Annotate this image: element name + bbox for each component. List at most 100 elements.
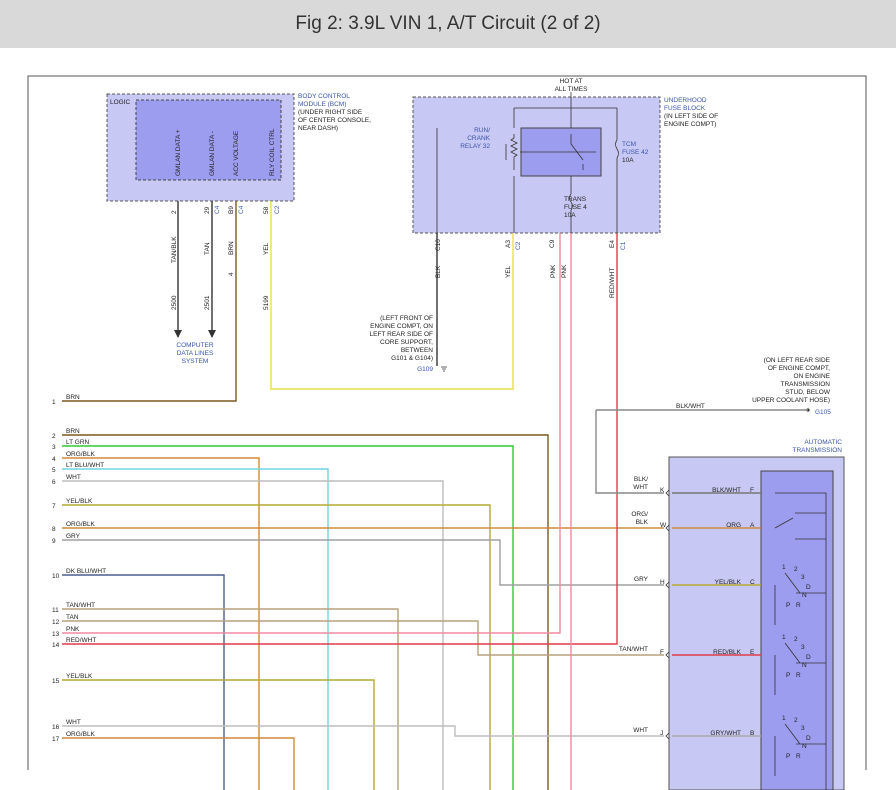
computer-data-2: SYSTEM xyxy=(182,358,209,365)
wire-row-14 xyxy=(62,233,618,645)
range-label-2-0: 1 xyxy=(782,715,786,722)
row-number-12: 12 xyxy=(52,619,60,626)
wire-row-4 xyxy=(62,457,260,790)
range-label-2-1: 2 xyxy=(794,717,798,724)
g109-label-3: CORE SUPPORT, xyxy=(380,339,433,346)
row-wire-11: TAN/WHT xyxy=(66,602,95,609)
fuse-pin-conn-4: C1 xyxy=(620,241,627,250)
wire-harness xyxy=(62,201,808,790)
bcm-circuit-3: 5199 xyxy=(263,295,270,310)
row-number-17: 17 xyxy=(52,736,60,743)
wire-row-3 xyxy=(62,445,514,790)
trans-pin-letter-1: W xyxy=(660,522,667,529)
trans-wire-int-3: RED/BLK xyxy=(713,649,741,656)
bcm-label-1: MODULE (BCM) xyxy=(298,101,346,108)
row-wire-1: BRN xyxy=(66,394,80,401)
g105-label-3: TRANSMISSION xyxy=(781,381,831,388)
trans-wire-in-1-1: BLK xyxy=(636,519,649,526)
trans-fuse-0: TRANS xyxy=(564,196,587,203)
fuse-block-internal-wiring xyxy=(436,92,618,233)
hot-at-all-times-1: ALL TIMES xyxy=(555,86,589,93)
row-number-2: 2 xyxy=(52,433,56,440)
row-wire-9: GRY xyxy=(66,533,81,540)
bcm-circuit-0: 2500 xyxy=(171,295,178,310)
tcm-fuse-2: 10A xyxy=(622,157,634,164)
arrow-2500 xyxy=(174,330,182,338)
bcm-pin-conn-1: C4 xyxy=(214,205,221,214)
g105-label-5: UPPER COOLANT HOSE) xyxy=(752,397,830,404)
range-label-2-6: R xyxy=(796,753,801,760)
wire-row-9 xyxy=(62,539,664,586)
g109-label-4: BETWEEN xyxy=(401,347,433,354)
wire-row-2 xyxy=(62,434,549,790)
row-wire-5: LT BLU/WHT xyxy=(66,462,104,469)
computer-data-1: DATA LINES xyxy=(177,350,214,357)
range-label-1-4: N xyxy=(802,662,807,669)
fuse-block-label-2: (IN LEFT SIDE OF xyxy=(664,113,718,120)
bcm-pin-conn-2: C4 xyxy=(238,205,245,214)
fuse-pin-conn-1: C2 xyxy=(515,241,522,250)
trans-wire-in-2-0: GRY xyxy=(634,576,649,583)
ground-g109: (LEFT FRONT OF ENGINE COMPT, ON LEFT REA… xyxy=(370,315,447,373)
figure-title: Fig 2: 3.9L VIN 1, A/T Circuit (2 of 2) xyxy=(295,13,601,34)
trans-wire-in-1-0: ORG/ xyxy=(631,511,648,518)
fuse-pin-0: C10 xyxy=(435,239,442,251)
trans-wire-int-2: YEL/BLK xyxy=(715,579,742,586)
bcm-circuit-2: 4 xyxy=(228,272,235,276)
fuse-wire-0: BLK xyxy=(435,265,442,278)
bcm-label-3: OF CENTER CONSOLE, xyxy=(298,117,371,124)
relay-label-2: RELAY 32 xyxy=(460,143,490,150)
trans-switch-a xyxy=(774,512,826,540)
bcm-pin-name-0: GMLAN DATA + xyxy=(175,129,182,176)
relay-switch-symbol xyxy=(520,134,596,170)
range-label-1-1: 2 xyxy=(794,636,798,643)
g109-label-1: ENGINE COMPT, ON xyxy=(370,323,433,330)
g105-label-4: STUD, BELOW xyxy=(785,389,831,396)
fuse-block-label-1: FUSE BLOCK xyxy=(664,105,706,112)
trans-connector-0 xyxy=(665,489,670,497)
wire-row-10 xyxy=(62,574,225,790)
bcm-pin-conn-3: C2 xyxy=(274,205,281,214)
trans-range-switch-0 xyxy=(774,572,826,625)
range-label-1-3: D xyxy=(806,654,811,661)
range-label-0-6: R xyxy=(796,602,801,609)
row-wire-12: TAN xyxy=(66,614,79,621)
bcm-logic-box xyxy=(135,99,282,181)
wire-row-12 xyxy=(62,620,664,656)
trans-pin-letter-4: J xyxy=(660,730,663,737)
row-wire-10: DK BLU/WHT xyxy=(66,568,106,575)
row-wire-4: ORG/BLK xyxy=(66,451,96,458)
bcm-pin-num-0: 2 xyxy=(171,210,178,214)
computer-data-0: COMPUTER xyxy=(176,342,214,349)
diagram-frame xyxy=(27,75,867,770)
bcm-circuit-1: 2501 xyxy=(204,295,211,310)
trans-range-switch-box xyxy=(760,470,834,790)
wiring-diagram: LOGIC BODY CONTROL MODULE (BCM) (UNDER R… xyxy=(27,75,867,790)
bcm-label-4: NEAR DASH) xyxy=(298,125,338,132)
bcm-label-0: BODY CONTROL xyxy=(298,93,350,100)
row-number-10: 10 xyxy=(52,573,60,580)
row-wire-17: ORG/BLK xyxy=(66,731,96,738)
hot-at-all-times-0: HOT AT xyxy=(560,78,583,85)
row-number-6: 6 xyxy=(52,479,56,486)
relay-label-0: RUN/ xyxy=(474,127,490,134)
bcm-pin-num-1: 29 xyxy=(204,206,211,214)
fuse-wire-1: YEL xyxy=(505,265,512,278)
row-wire-3: LT GRN xyxy=(66,439,90,446)
range-label-2-5: P xyxy=(786,753,790,760)
fuse-block-box xyxy=(412,96,661,234)
row-wire-2: BRN xyxy=(66,428,80,435)
bcm-pin-num-2: B9 xyxy=(228,206,235,214)
wire-row-5 xyxy=(62,468,329,790)
trans-int-pin-4: B xyxy=(750,730,754,737)
fuse-block-label-0: UNDERHOOD xyxy=(664,97,707,104)
trans-wire-in-4-0: WHT xyxy=(633,727,648,734)
range-label-2-4: N xyxy=(802,743,807,750)
fuse-wire-3: PNK xyxy=(561,264,568,278)
g105-label-1: OF ENGINE COMPT, xyxy=(768,365,830,372)
wire-row-11 xyxy=(62,608,399,790)
bcm-pin-name-2: ACC VOLTAGE xyxy=(233,130,240,176)
bcm-logic-label: LOGIC xyxy=(110,99,131,106)
